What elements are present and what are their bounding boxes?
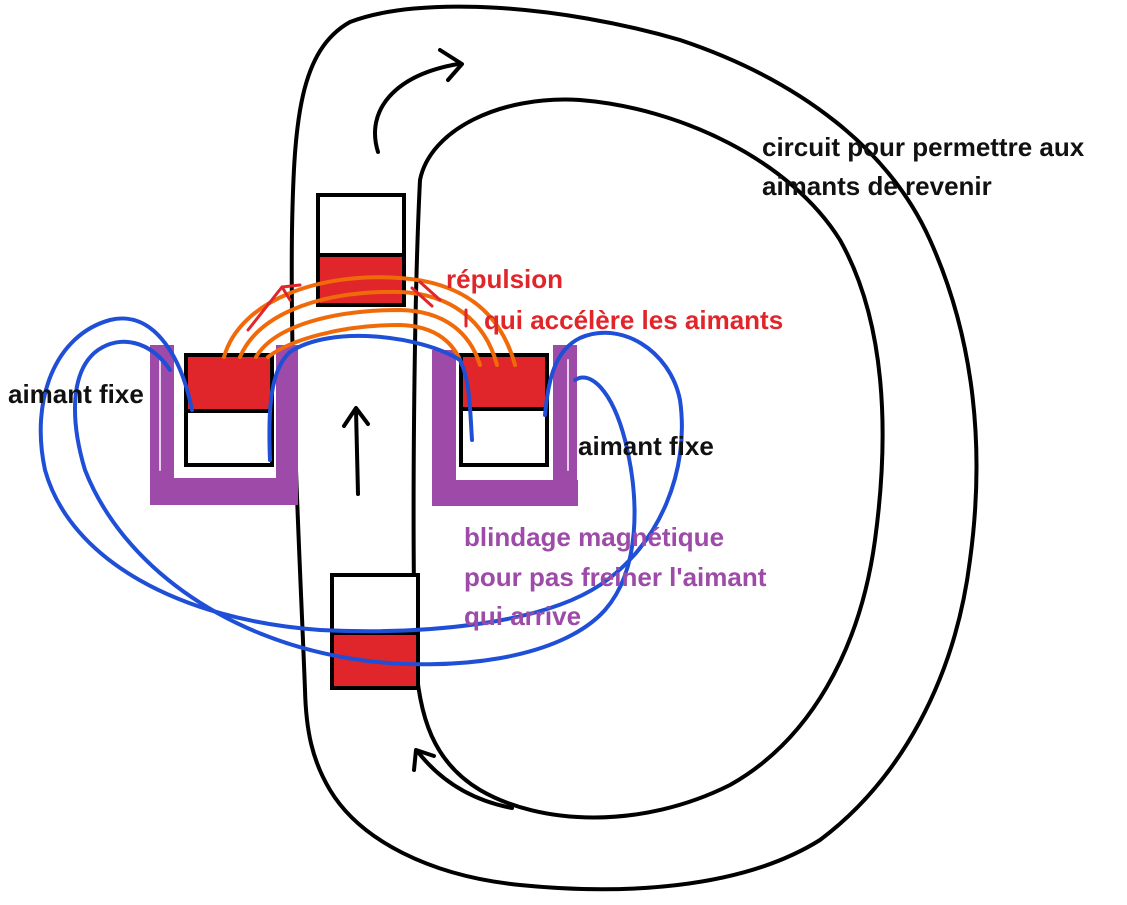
label-shield: blindage magnétique pour pas freiner l'a… xyxy=(464,522,767,631)
fixed-magnet-left xyxy=(184,353,274,467)
repulsion-arrows xyxy=(246,280,468,332)
fixed-magnet-label-left: aimant fixe xyxy=(8,379,144,409)
circuit-label-line2: aimants de revenir xyxy=(762,171,992,201)
repulsion-label-line1: répulsion xyxy=(446,264,563,294)
curved-arrow-up-icon xyxy=(412,748,514,810)
fixed-magnet-right xyxy=(459,353,549,467)
circuit-label-line1: circuit pour permettre aux xyxy=(762,132,1085,162)
magnetic-shield-right xyxy=(432,345,578,506)
moving-magnet-top xyxy=(316,193,406,307)
magnetic-shield-left xyxy=(150,345,298,505)
arrow-up-icon xyxy=(342,406,370,496)
repulsion-label-line2: qui accélère les aimants xyxy=(484,305,783,335)
repulsion-field-lines xyxy=(222,275,517,367)
shield-label-line1: blindage magnétique xyxy=(464,522,724,552)
fixed-magnet-label-right: aimant fixe xyxy=(578,431,714,461)
label-circuit: circuit pour permettre aux aimants de re… xyxy=(762,132,1085,201)
shield-label-line3: qui arrive xyxy=(464,601,581,631)
label-repulsion: répulsion qui accélère les aimants xyxy=(446,264,783,335)
magnetic-field-loops xyxy=(38,316,684,667)
shield-label-line2: pour pas freiner l'aimant xyxy=(464,562,767,592)
track-outer-loop xyxy=(289,4,979,892)
curved-arrow-right-icon xyxy=(373,48,464,154)
